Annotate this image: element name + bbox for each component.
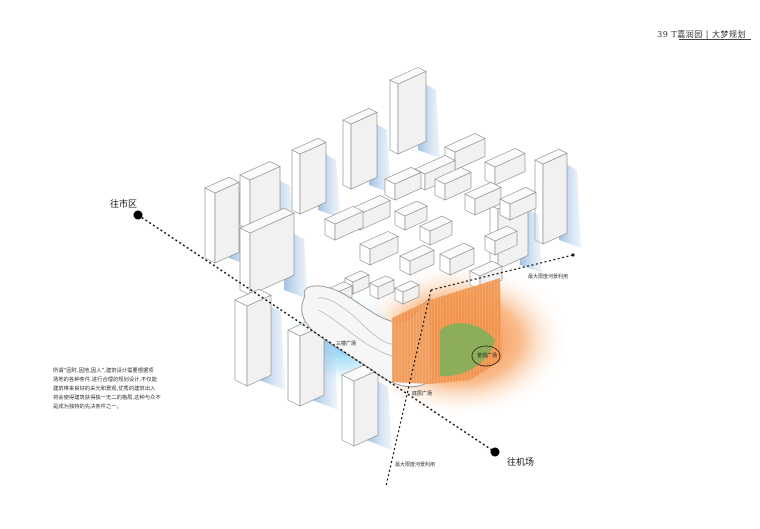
building-block — [534, 148, 581, 248]
desc-line: 是成为独特的先决条件之一。 — [53, 404, 122, 410]
page-number: 39 — [657, 30, 669, 39]
node-city — [133, 210, 143, 220]
label-to-city: 往市区 — [110, 200, 138, 210]
label-max-depth-top: 最大限度河景利用 — [528, 274, 569, 280]
label-to-airport: 往机场 — [507, 458, 535, 468]
building-block — [324, 206, 364, 241]
building-block — [394, 200, 428, 231]
building-block — [394, 280, 420, 305]
building-block — [342, 107, 391, 193]
header-rule — [679, 39, 751, 40]
building-block — [484, 148, 526, 186]
node-airport — [490, 447, 500, 457]
axis-river-view — [430, 254, 574, 291]
building-block — [369, 275, 395, 300]
desc-line: 所谓“因时,因地,因人”,建筑设计需要根据项 — [53, 368, 154, 374]
building-block — [439, 242, 475, 276]
building-block — [341, 363, 392, 450]
building-block — [389, 67, 440, 158]
label-max-depth-bottom: 最大限度河景利用 — [395, 462, 436, 468]
label-plaza-right: 景观广场 — [477, 353, 498, 359]
building-block — [399, 244, 435, 276]
axis-city-airport — [137, 214, 496, 453]
desc-line: 将会使得建筑获得独一无二的格局,这种与众不 — [53, 395, 161, 401]
node-river — [571, 253, 575, 257]
plaza-circle — [471, 345, 501, 367]
page-header: 39 T嘉润园 | 大梦规划 — [657, 29, 746, 40]
building-block — [287, 318, 338, 410]
building-block — [499, 186, 537, 221]
building-block — [239, 207, 308, 299]
building-block — [359, 231, 399, 266]
building-block — [291, 137, 340, 218]
green-lawn — [440, 323, 495, 377]
brand-title: T嘉润园 | 大梦规划 — [671, 30, 746, 39]
main-development — [301, 278, 502, 388]
building-block — [419, 215, 453, 246]
desc-line: 场地的各种条件,进行合理的规划设计,不仅能 — [53, 377, 158, 383]
label-plaza-left: 三楼广场 — [336, 341, 357, 347]
description-text: 所谓“因时,因地,因人”,建筑设计需要根据项 场地的各种条件,进行合理的规划设计… — [53, 367, 190, 412]
building-massing — [204, 67, 581, 450]
label-plaza-center: 底层广场 — [412, 391, 433, 397]
desc-line: 建筑带来良好的采光和景观,优秀的建筑出入 — [53, 386, 156, 392]
building-block — [484, 225, 518, 256]
building-block — [434, 166, 472, 201]
building-block — [234, 288, 285, 390]
building-block — [384, 166, 422, 201]
axis-vertical — [385, 289, 432, 487]
podium-ring — [317, 297, 396, 357]
